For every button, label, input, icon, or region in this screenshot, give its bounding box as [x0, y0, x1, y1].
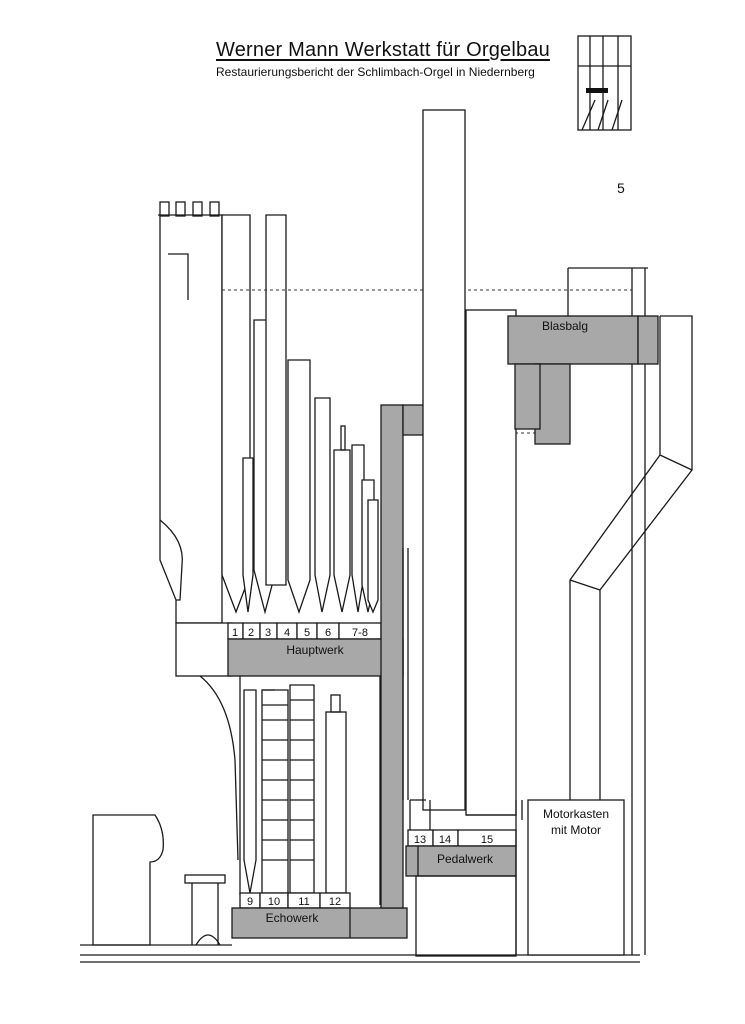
motorkasten-box: [527, 799, 625, 956]
pedal-pipe-tall: [422, 109, 466, 811]
case-shelf: [175, 622, 233, 677]
register-number-10: 10: [268, 896, 280, 908]
motorkasten-label-line2: mit Motor: [551, 823, 601, 837]
pedal-pipe-medium: [465, 309, 517, 816]
main-wind-trunk: [569, 315, 693, 955]
register-number-15: 15: [481, 834, 493, 846]
page-number: 5: [617, 180, 625, 196]
echowerk-label: Echowerk: [266, 911, 320, 925]
register-number-4: 4: [284, 627, 290, 639]
echowerk-pipes: [243, 684, 347, 894]
central-wind-trunk: [380, 404, 404, 909]
organ-console: [80, 814, 232, 946]
register-number-1: 1: [232, 627, 238, 639]
pedalwerk-label: Pedalwerk: [437, 852, 494, 866]
document-title: Werner Mann Werkstatt für Orgelbau: [216, 39, 550, 61]
pedalwerk-windchest: [405, 845, 517, 877]
register-number-2: 2: [248, 627, 254, 639]
thumbnail-logo: [577, 35, 632, 131]
blasbalg-bellows: [507, 267, 659, 955]
hauptwerk-front-pipes: [221, 214, 379, 615]
register-number-7-8: 7-8: [352, 627, 368, 639]
register-number-13: 13: [414, 834, 426, 846]
hauptwerk-label: Hauptwerk: [286, 643, 344, 657]
register-number-6: 6: [325, 627, 331, 639]
pedalwerk-register-numbers: 13 14 15: [407, 829, 517, 847]
echowerk-windchest: [231, 907, 408, 939]
hauptwerk-register-numbers: 1 2 3 4 5 6 7-8: [227, 622, 382, 640]
register-number-9: 9: [247, 896, 253, 908]
register-number-5: 5: [304, 627, 310, 639]
document-subtitle: Restaurierungsbericht der Schlimbach-Org…: [216, 65, 535, 79]
blasbalg-label: Blasbalg: [542, 319, 588, 333]
register-number-12: 12: [329, 896, 341, 908]
register-number-11: 11: [298, 896, 309, 908]
wind-duct-connector: [402, 404, 426, 436]
motorkasten-label-line1: Motorkasten: [543, 807, 609, 821]
register-number-3: 3: [265, 627, 271, 639]
echowerk-register-numbers: 9 10 11 12: [239, 892, 351, 909]
register-number-14: 14: [439, 834, 451, 846]
